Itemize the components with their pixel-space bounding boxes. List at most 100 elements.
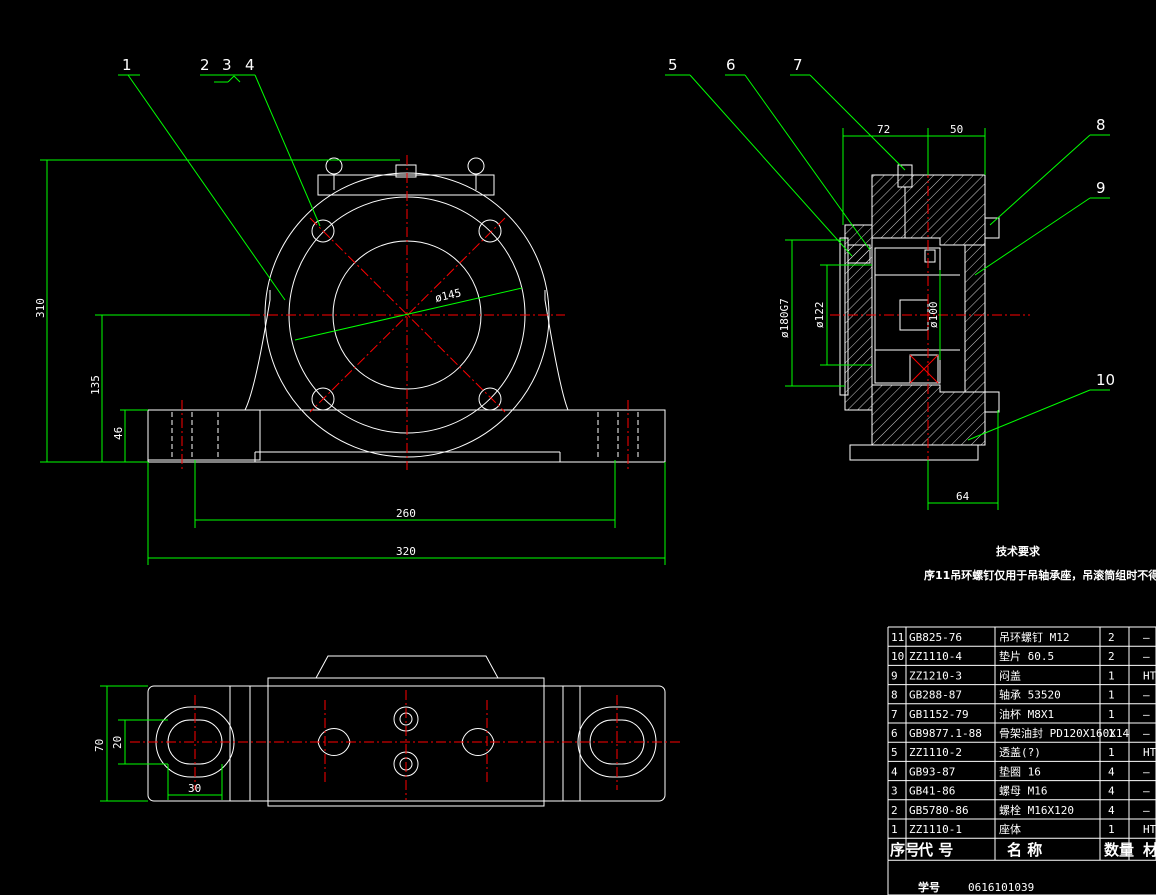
bom-cell-qty: 1 xyxy=(1108,727,1115,740)
balloon-5: 5 xyxy=(668,56,678,74)
bom-header-no: 序号 xyxy=(890,841,920,859)
bom-cell-qty: 4 xyxy=(1108,804,1115,817)
bom-cell-qty: 4 xyxy=(1108,785,1115,798)
student-id-value: 0616101039 xyxy=(968,881,1034,894)
bom-cell-no: 11 xyxy=(891,631,904,644)
dim-dia-145: ø145 xyxy=(434,286,463,305)
bom-cell-material: — xyxy=(1143,689,1150,702)
bom-cell-qty: 1 xyxy=(1108,669,1115,682)
balloon-6: 6 xyxy=(726,56,736,74)
dim-46: 46 xyxy=(112,427,125,440)
balloon-3: 3 xyxy=(222,56,232,74)
dim-64: 64 xyxy=(956,490,970,503)
bom-header-code: 代 号 xyxy=(917,841,953,859)
notes-line-1: 序11吊环螺钉仅用于吊轴承座，吊滚筒组时不得使用 xyxy=(924,568,1156,582)
dim-72: 72 xyxy=(877,123,890,136)
bom-cell-name: 座体 xyxy=(999,822,1021,836)
bom-cell-code: GB288-87 xyxy=(909,689,962,702)
front-centerlines xyxy=(181,155,629,470)
bom-cell-no: 6 xyxy=(891,727,898,740)
front-dim-text: 310 135 46 ø145 260 320 1 2 3 4 xyxy=(34,56,462,558)
bom-cell-code: GB9877.1-88 xyxy=(909,727,982,740)
bom-cell-name: 闷盖 xyxy=(999,668,1021,682)
bom-cell-name: 垫片 δ0.5 xyxy=(999,649,1054,663)
bom-cell-name: 垫圈 16 xyxy=(999,764,1041,778)
bom-cell-qty: 2 xyxy=(1108,631,1115,644)
bom-cell-qty: 1 xyxy=(1108,689,1115,702)
bom-cell-material: — xyxy=(1143,650,1150,663)
bom-cell-material: — xyxy=(1143,708,1150,721)
bom-cell-material: HT xyxy=(1143,746,1156,759)
technical-notes: 技术要求 序11吊环螺钉仅用于吊轴承座，吊滚筒组时不得使用 xyxy=(924,544,1156,582)
bom-cell-code: GB93-87 xyxy=(909,765,955,778)
bom-cell-no: 10 xyxy=(891,650,904,663)
balloon-1: 1 xyxy=(122,56,132,74)
bom-cell-qty: 2 xyxy=(1108,650,1115,663)
bom-cell-material: — xyxy=(1143,804,1150,817)
bom-cell-code: ZZ1110-2 xyxy=(909,746,962,759)
top-centerlines xyxy=(130,690,680,800)
bom-cell-qty: 4 xyxy=(1108,765,1115,778)
bom-cell-material: HT xyxy=(1143,669,1156,682)
bom-cell-code: ZZ1110-4 xyxy=(909,650,962,663)
bom-cell-code: ZZ1210-3 xyxy=(909,669,962,682)
bom-cell-no: 7 xyxy=(891,708,898,721)
side-dimensions xyxy=(665,74,1110,510)
bom-header-qty: 数量 xyxy=(1104,841,1134,859)
bom-cell-name: 透盖(?) xyxy=(999,745,1041,759)
dim-dia-122: ø122 xyxy=(813,302,826,329)
balloon-7: 7 xyxy=(793,56,803,74)
dim-320: 320 xyxy=(396,545,416,558)
bom-cell-no: 3 xyxy=(891,785,898,798)
bom-cell-no: 5 xyxy=(891,746,898,759)
dim-30: 30 xyxy=(188,782,201,795)
top-dim-text: 70 20 30 xyxy=(93,736,201,795)
bom-header-name: 名 称 xyxy=(1007,841,1042,859)
side-dim-text: 72 50 ø180G7 ø122 ø100 64 5 6 7 8 9 10 xyxy=(668,56,1115,503)
bom-cell-material: — xyxy=(1143,631,1150,644)
bom-cell-material: — xyxy=(1143,765,1150,778)
bom-cell-material: HT xyxy=(1143,823,1156,836)
bom-cell-qty: 1 xyxy=(1108,708,1115,721)
dim-20: 20 xyxy=(111,736,124,749)
front-dimensions xyxy=(40,74,666,565)
dim-50: 50 xyxy=(950,123,963,136)
balloon-10: 10 xyxy=(1096,371,1115,389)
bom-cell-name: 油杯 M8X1 xyxy=(999,707,1054,721)
side-centerlines xyxy=(830,150,1030,470)
bom-cell-code: GB825-76 xyxy=(909,631,962,644)
bom-cell-no: 1 xyxy=(891,823,898,836)
dim-dia-100: ø100 xyxy=(927,302,940,329)
bom-cell-no: 9 xyxy=(891,669,898,682)
dim-70: 70 xyxy=(93,739,106,752)
bom-cell-code: GB1152-79 xyxy=(909,708,969,721)
bom-cell-name: 骨架油封 PD120X160X14 xyxy=(999,726,1129,740)
student-id-label: 学号 xyxy=(918,880,940,894)
bom-cell-code: GB41-86 xyxy=(909,785,955,798)
bom-cell-code: GB5780-86 xyxy=(909,804,969,817)
dim-260: 260 xyxy=(396,507,416,520)
dim-dia-180: ø180G7 xyxy=(778,298,791,338)
bom-cell-material: — xyxy=(1143,727,1150,740)
bom-cell-qty: 1 xyxy=(1108,746,1115,759)
notes-title: 技术要求 xyxy=(996,544,1041,558)
dim-135: 135 xyxy=(89,375,102,395)
bom-cell-name: 螺栓 M16X120 xyxy=(999,803,1074,817)
bom-header-material: 材 xyxy=(1143,841,1156,859)
bom-cell-name: 吊环螺钉 M12 xyxy=(999,631,1070,644)
bom-cell-no: 4 xyxy=(891,765,898,778)
bom-cell-no: 8 xyxy=(891,689,898,702)
bom-cell-qty: 1 xyxy=(1108,823,1115,836)
bom-cell-material: — xyxy=(1143,785,1150,798)
top-dimensions xyxy=(100,685,223,802)
bom-cell-name: 轴承 53520 xyxy=(999,688,1061,702)
side-view xyxy=(839,164,1000,461)
bom-cell-no: 2 xyxy=(891,804,898,817)
balloon-8: 8 xyxy=(1096,116,1106,134)
balloon-2: 2 xyxy=(200,56,210,74)
bom-cell-code: ZZ1110-1 xyxy=(909,823,962,836)
bom-cell-name: 螺母 M16 xyxy=(999,785,1048,798)
balloon-9: 9 xyxy=(1096,179,1106,197)
